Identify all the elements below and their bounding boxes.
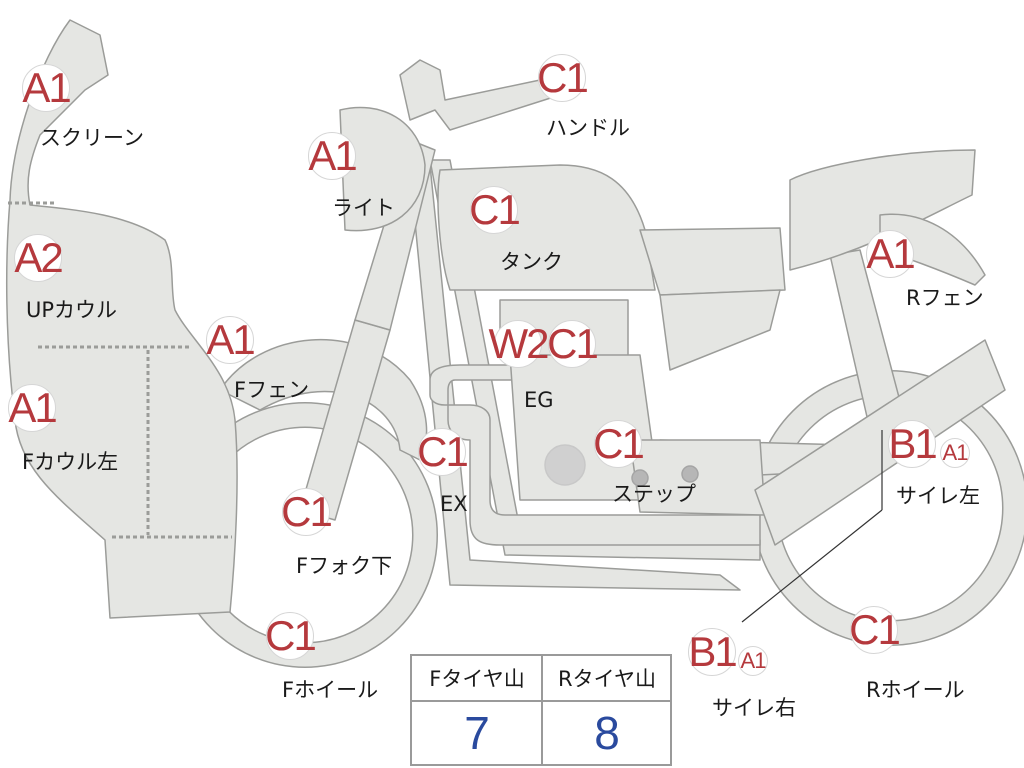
handle-grade-badge: C1 [537, 54, 589, 102]
muffler-right-leader-line [741, 509, 883, 623]
engine-w-grade-badge: W2 [488, 320, 550, 368]
tank-label: タンク [500, 250, 563, 274]
screen-label: スクリーン [40, 126, 144, 150]
step-label: ステップ [612, 482, 696, 506]
rear-wheel-grade-badge: C1 [849, 606, 901, 654]
front-fender-grade-badge: A1 [206, 316, 256, 364]
cowl-shape [5, 19, 238, 619]
engine-label: EG [524, 388, 554, 412]
headlight-shape [339, 106, 426, 232]
front-fork-label: Fフォク下 [296, 554, 393, 578]
engine-c-grade-badge: C1 [547, 320, 599, 368]
up-cowl-label: UPカウル [26, 298, 118, 322]
screen-grade-badge: A1 [22, 64, 72, 112]
front-wheel-label: Fホイール [282, 678, 379, 702]
table-column-divider [541, 656, 543, 764]
seat-shape [789, 149, 976, 271]
exhaust-label: EX [440, 492, 468, 516]
rear-fender-label: Rフェン [906, 286, 984, 310]
muffler-left-label: サイレ左 [896, 484, 980, 508]
light-grade-badge: A1 [308, 132, 358, 180]
exhaust-grade-badge: C1 [417, 428, 469, 476]
muffler-left-b-grade-badge: B1 [888, 420, 938, 468]
muffler-right-b-grade-badge: B1 [688, 628, 738, 676]
muffler-shape [754, 339, 1006, 546]
rear-tire-value: 8 [594, 707, 620, 759]
exhaust-pipe-shape [429, 364, 761, 546]
tank-grade-badge: C1 [469, 186, 521, 234]
rear-wheel-label: Rホイール [866, 678, 965, 702]
front-fender-label: Fフェン [234, 378, 310, 402]
front-cowl-left-label: Fカウル左 [22, 450, 119, 474]
muffler-right-label: サイレ右 [712, 696, 796, 720]
rear-fender-grade-badge: A1 [866, 230, 916, 278]
step-grade-badge: C1 [593, 420, 645, 468]
tire-tread-table: Fタイヤ山 Rタイヤ山 7 8 [410, 654, 672, 766]
handlebar-shape [399, 59, 561, 131]
front-cowl-left-grade-badge: A1 [8, 384, 58, 432]
front-tire-value: 7 [464, 707, 490, 759]
rear-tire-header: Rタイヤ山 [558, 667, 656, 691]
front-tire-header: Fタイヤ山 [429, 667, 525, 691]
light-label: ライト [332, 196, 395, 220]
front-wheel-grade-badge: C1 [265, 612, 317, 660]
handle-label: ハンドル [546, 116, 630, 140]
muffler-right-a-grade-badge: A1 [738, 646, 768, 676]
front-fork-grade-badge: C1 [281, 488, 333, 536]
up-cowl-grade-badge: A2 [14, 234, 64, 282]
muffler-left-a-grade-badge: A1 [940, 438, 970, 468]
